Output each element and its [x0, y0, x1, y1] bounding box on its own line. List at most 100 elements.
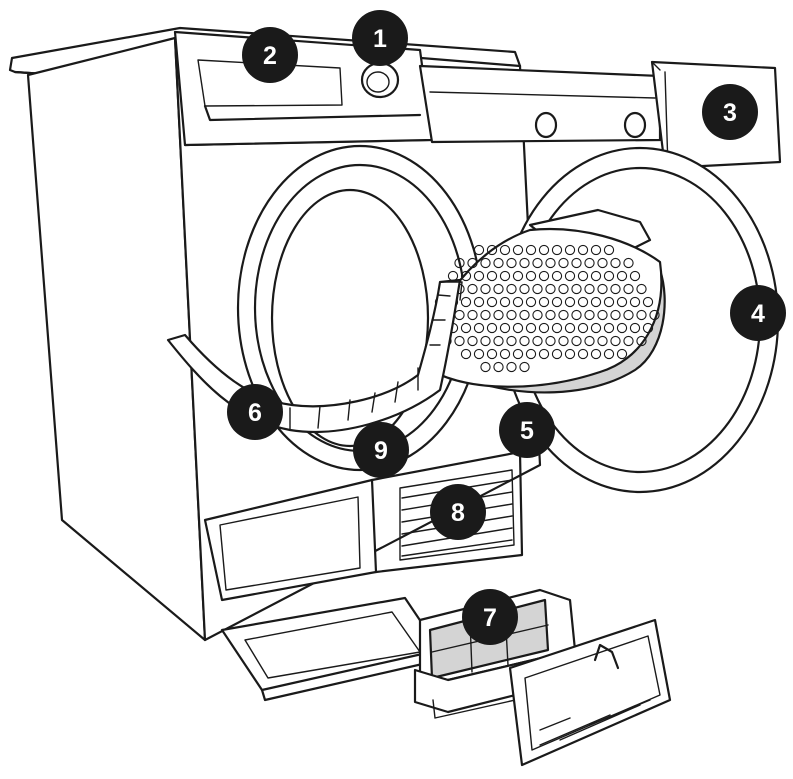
mesh-hole — [571, 309, 582, 321]
mesh-hole — [623, 335, 634, 347]
marker-label: 3 — [723, 99, 737, 127]
mesh-hole — [649, 309, 660, 321]
marker-circle — [352, 10, 408, 66]
mesh-hole — [538, 296, 550, 308]
mesh-hole — [493, 283, 504, 295]
mesh-hole — [564, 322, 576, 334]
mesh-hole — [519, 335, 530, 347]
mesh-hole — [473, 322, 485, 334]
marker-8: 8 — [430, 484, 486, 540]
mesh-hole — [577, 296, 589, 308]
mesh-hole — [558, 283, 569, 295]
mesh-hole — [512, 322, 524, 334]
mesh-hole — [603, 270, 615, 282]
marker-7: 7 — [462, 589, 518, 645]
marker-label: 8 — [451, 499, 465, 527]
marker-9: 9 — [353, 422, 409, 478]
marker-4: 4 — [730, 285, 786, 341]
mesh-hole — [616, 322, 628, 334]
mesh-hole — [493, 335, 504, 347]
mesh-hole — [519, 309, 530, 321]
mesh-hole — [564, 244, 576, 256]
mesh-hole — [532, 309, 543, 321]
marker-circle — [227, 384, 283, 440]
mesh-hole — [454, 335, 465, 347]
mesh-hole — [590, 244, 602, 256]
mesh-hole — [564, 348, 576, 360]
water-tank-housing — [418, 64, 662, 144]
mesh-hole — [467, 335, 478, 347]
mesh-hole — [597, 283, 608, 295]
mesh-hole — [538, 270, 550, 282]
mesh-hole — [525, 348, 537, 360]
marker-circle — [430, 484, 486, 540]
marker-circle — [242, 27, 298, 83]
door-filter — [427, 228, 666, 394]
mesh-hole — [493, 361, 504, 373]
mesh-hole — [519, 283, 530, 295]
mesh-hole — [590, 348, 602, 360]
mesh-hole — [486, 244, 498, 256]
mesh-hole — [480, 309, 491, 321]
mesh-hole — [629, 296, 641, 308]
mesh-hole — [577, 244, 589, 256]
marker-circle — [702, 84, 758, 140]
mesh-hole — [603, 296, 615, 308]
mesh-hole — [525, 296, 537, 308]
mesh-hole — [532, 335, 543, 347]
mesh-hole — [545, 335, 556, 347]
mesh-hole — [551, 244, 563, 256]
mesh-hole — [480, 257, 491, 269]
mesh-hole — [551, 296, 563, 308]
mesh-hole — [551, 322, 563, 334]
mesh-hole — [460, 270, 472, 282]
mesh-hole — [571, 335, 582, 347]
mesh-hole — [506, 335, 517, 347]
mesh-hole — [545, 309, 556, 321]
mesh-hole — [642, 296, 654, 308]
mesh-hole — [532, 257, 543, 269]
mesh-hole — [525, 244, 537, 256]
mesh-hole — [532, 283, 543, 295]
mesh-hole — [616, 296, 628, 308]
mesh-hole — [564, 296, 576, 308]
mesh-hole — [545, 283, 556, 295]
marker-label: 6 — [248, 399, 262, 427]
mesh-hole — [473, 244, 485, 256]
marker-circle — [499, 402, 555, 458]
marker-3: 3 — [702, 84, 758, 140]
mesh-hole — [642, 322, 654, 334]
mesh-hole — [603, 244, 615, 256]
mesh-hole — [519, 361, 530, 373]
mesh-hole — [493, 309, 504, 321]
mesh-hole — [538, 348, 550, 360]
mesh-hole — [597, 257, 608, 269]
mesh-hole — [623, 283, 634, 295]
mesh-hole — [610, 335, 621, 347]
mesh-hole — [584, 257, 595, 269]
mesh-hole — [460, 348, 472, 360]
mesh-hole — [571, 283, 582, 295]
mesh-hole — [538, 322, 550, 334]
mesh-hole — [584, 335, 595, 347]
marker-label: 7 — [483, 604, 497, 632]
mesh-hole — [499, 348, 511, 360]
mesh-hole — [571, 257, 582, 269]
mesh-hole — [577, 270, 589, 282]
mesh-hole — [467, 309, 478, 321]
mesh-hole — [486, 296, 498, 308]
marker-label: 4 — [751, 300, 765, 328]
mesh-hole — [558, 257, 569, 269]
marker-label: 9 — [374, 437, 388, 465]
mesh-hole — [506, 257, 517, 269]
mesh-hole — [629, 270, 641, 282]
mesh-hole — [603, 322, 615, 334]
mesh-hole — [525, 322, 537, 334]
mesh-hole — [590, 270, 602, 282]
mesh-hole — [525, 270, 537, 282]
mesh-hole — [460, 296, 472, 308]
mesh-hole — [636, 309, 647, 321]
